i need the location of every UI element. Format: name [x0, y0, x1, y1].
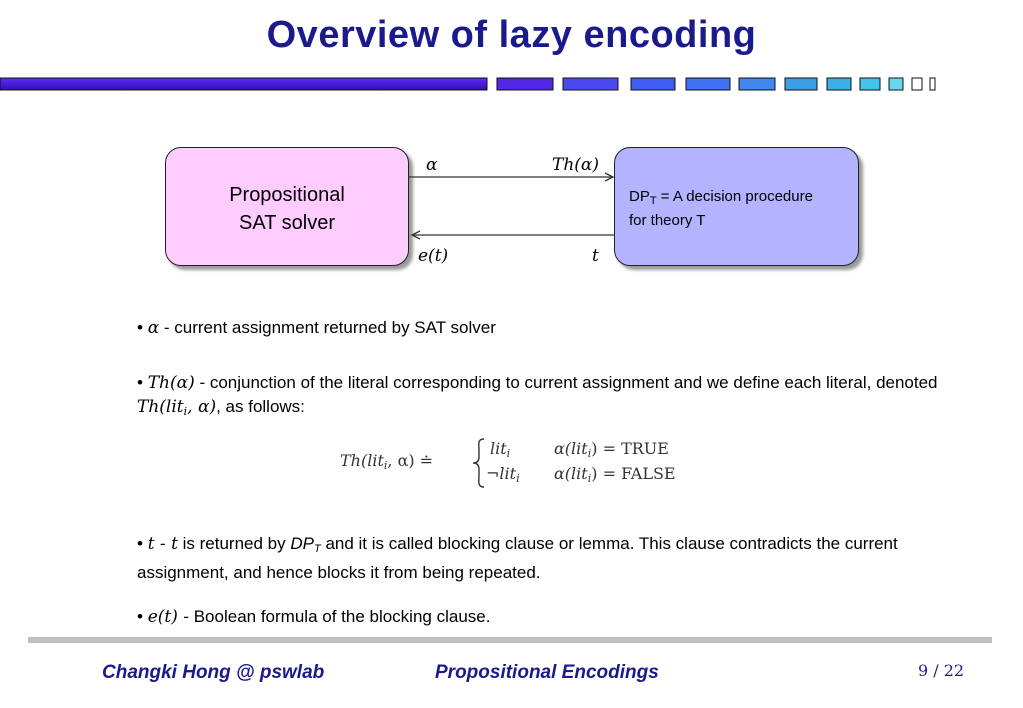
bullet-th-text-end: , as follows:	[216, 397, 305, 416]
bullet-th-math2: Th(lit	[137, 397, 184, 417]
arrow-to-sat-head	[410, 230, 421, 240]
slide-title: Overview of lazy encoding	[266, 14, 757, 56]
row2-sub: i	[516, 472, 520, 485]
decision-procedure-box: DPT = A decision procedure for theory T	[614, 147, 859, 266]
dpt-line2: for theory T	[629, 212, 706, 229]
sat-label-line2: SAT solver	[239, 212, 335, 234]
formula-row1: liti	[490, 439, 510, 460]
th-alpha-label: Th(α)	[552, 155, 600, 175]
row2-cond-sub: i	[587, 472, 592, 485]
e-t-label: e(t)	[418, 246, 449, 266]
bullet-list: • α - current assignment returned by SAT…	[137, 316, 957, 629]
sat-solver-box: Propositional SAT solver	[165, 147, 409, 266]
bullet-t-math: t - t	[147, 534, 178, 554]
footer-divider	[28, 637, 992, 643]
bullet-t-text1: is returned by	[177, 534, 291, 553]
exchange-arrows	[408, 172, 615, 240]
bullet-th-text: - conjunction of the literal correspondi…	[194, 373, 938, 392]
dpt-dp-text: DP	[629, 188, 650, 205]
row1-cond: α(lit	[554, 439, 588, 458]
footer-author: Changki Hong @ pswlab	[102, 662, 325, 683]
bullet-alpha-text: - current assignment returned by SAT sol…	[159, 318, 496, 337]
row1-cond-sub: i	[587, 447, 592, 460]
alpha-label: α	[426, 155, 438, 175]
bullet-e-t-math: e(t) -	[147, 607, 189, 627]
bullet-th-alpha: • Th(α) - conjunction of the literal cor…	[137, 373, 938, 418]
bullet-th-math: Th(α)	[147, 373, 195, 393]
row2-lit: ¬lit	[486, 464, 517, 483]
row2-cond: α(lit	[554, 464, 588, 483]
bullet-th-math2-end: , α)	[187, 397, 217, 417]
row1-cond-end: ) = TRUE	[591, 439, 669, 458]
bullet-t-dp: DP	[290, 534, 314, 553]
formula-lhs: Th(liti, α) ≐	[340, 451, 433, 472]
dpt-line1-rest: = A decision procedure	[656, 188, 813, 205]
formula-lhs-end: , α) ≐	[387, 451, 434, 470]
formula-row2-cond: α(liti) = FALSE	[554, 464, 676, 485]
arrow-to-dpt-head	[604, 172, 615, 182]
bullet-alpha-math: α	[147, 318, 160, 338]
bullet-e-t: • e(t) - Boolean formula of the blocking…	[137, 607, 491, 627]
bullet-alpha: • α - current assignment returned by SAT…	[137, 318, 496, 338]
bullet-t-dp-sub: T	[313, 543, 321, 555]
th-definition-formula: Th(liti, α) ≐ liti α(liti) = TRUE ¬liti …	[340, 437, 710, 489]
sat-solver-label: Propositional SAT solver	[166, 181, 408, 237]
t-label: t	[592, 246, 599, 266]
formula-lhs-sub: i	[383, 459, 388, 472]
formula-brace	[472, 438, 485, 488]
formula-lhs-text: Th(lit	[340, 451, 384, 470]
bullet-e-t-text: Boolean formula of the blocking clause.	[189, 607, 491, 626]
row1-lit: lit	[490, 439, 507, 458]
decision-procedure-label: DPT = A decision procedure for theory T	[629, 187, 813, 231]
row2-cond-end: ) = FALSE	[591, 464, 676, 483]
formula-row1-cond: α(liti) = TRUE	[554, 439, 669, 460]
bullet-th-sub: i	[183, 405, 188, 418]
dpt-subscript: T	[649, 195, 657, 207]
bullet-t-text2: and it is called blocking clause or lemm…	[137, 534, 898, 582]
footer-topic: Propositional Encodings	[435, 662, 659, 683]
bullet-t: • t - t is returned by DPT and it is cal…	[137, 534, 898, 582]
sat-label-line1: Propositional	[229, 184, 345, 206]
page-number: 9 / 22	[918, 661, 965, 680]
formula-row2: ¬liti	[486, 464, 520, 485]
title-decoration-bar	[0, 77, 936, 91]
row1-sub: i	[506, 447, 511, 460]
